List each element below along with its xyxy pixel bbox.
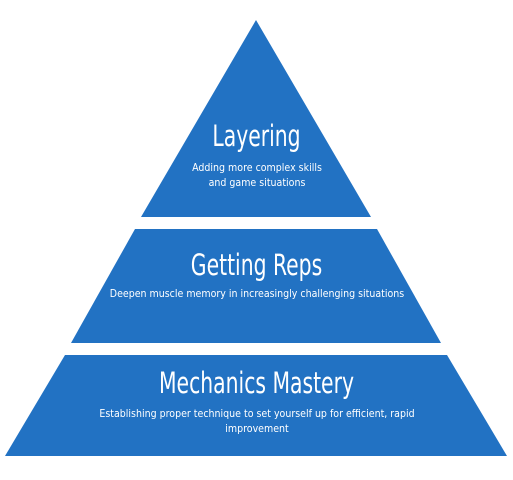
tier-top-title: Layering bbox=[212, 119, 301, 153]
tier-bottom-title: Mechanics Mastery bbox=[159, 366, 354, 400]
pyramid-tier-bottom bbox=[5, 355, 507, 456]
tier-bottom-text: Mechanics Mastery Establishing proper te… bbox=[0, 364, 513, 436]
tier-middle-title: Getting Reps bbox=[190, 248, 323, 282]
tier-bottom-description: Establishing proper technique to set you… bbox=[98, 407, 415, 435]
tier-middle-text: Getting Reps Deepen muscle memory in inc… bbox=[0, 246, 513, 301]
tier-top-text: Layering Adding more complex skills and … bbox=[0, 118, 513, 190]
pyramid-tier-top bbox=[141, 20, 371, 217]
tier-middle-description: Deepen muscle memory in increasingly cha… bbox=[109, 287, 404, 300]
tier-top-description: Adding more complex skills and game situ… bbox=[191, 161, 322, 189]
pyramid-tier-middle bbox=[71, 229, 441, 343]
